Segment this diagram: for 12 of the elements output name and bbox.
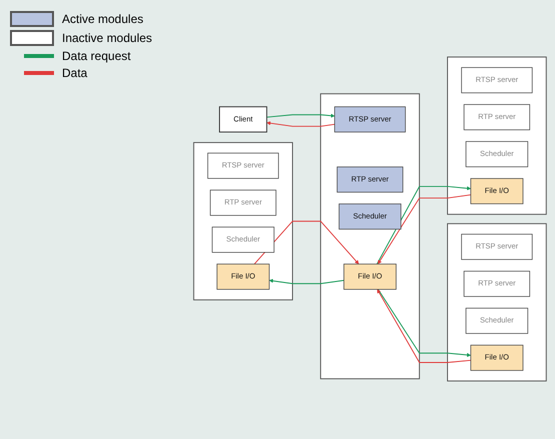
cluster <box>193 142 293 300</box>
arrow <box>269 278 344 284</box>
legend-text: Data <box>62 66 88 80</box>
legend-text: Active modules <box>62 12 144 26</box>
arrow <box>254 220 359 265</box>
legend-text: Data request <box>62 49 131 63</box>
cluster <box>447 223 547 382</box>
cluster <box>447 56 547 215</box>
legend-text: Inactive modules <box>62 31 152 45</box>
arrow <box>266 121 336 127</box>
arrow <box>266 114 335 118</box>
cluster <box>320 93 420 380</box>
